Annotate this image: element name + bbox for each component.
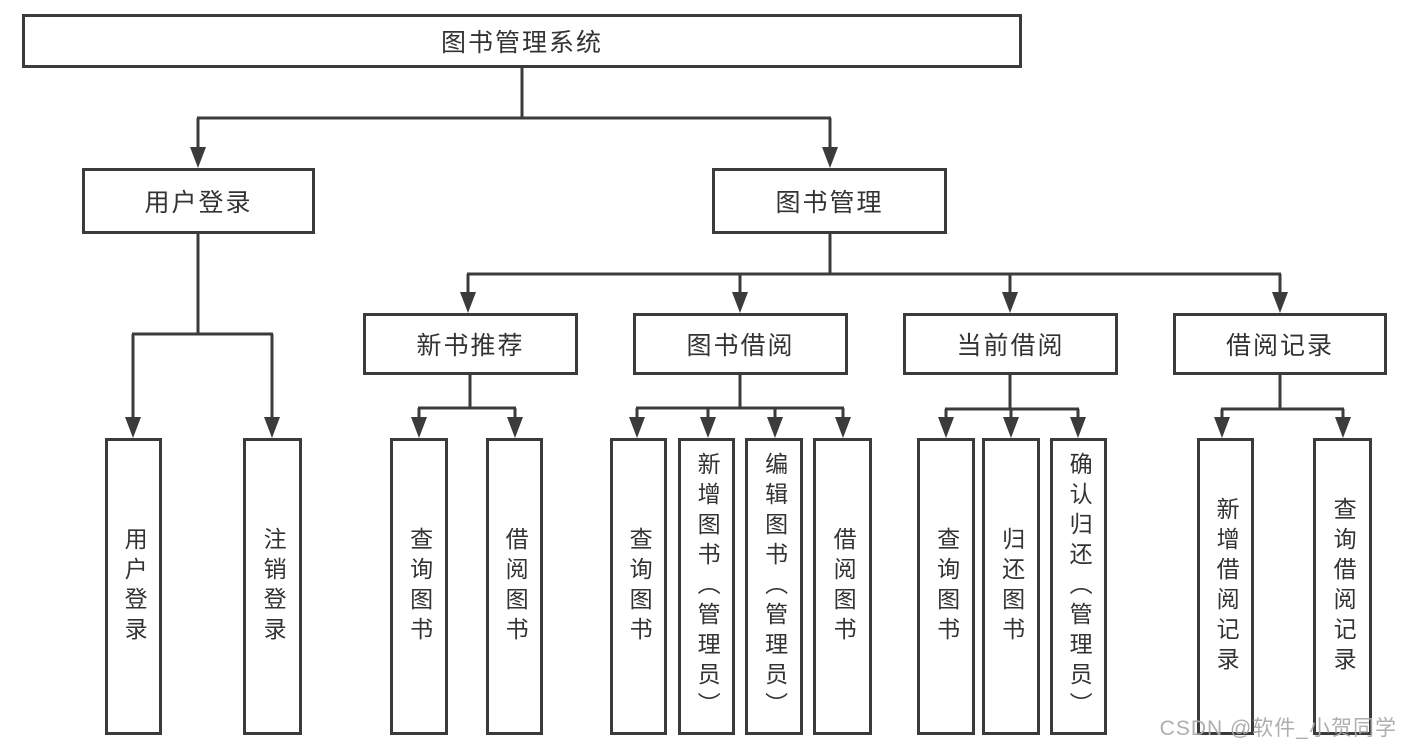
node-library-management-system: 图书管理系统 <box>22 14 1022 68</box>
leaf-records-add-borrow-record: 新增借阅记录 <box>1197 438 1254 735</box>
leaf-borrowing-borrow-books: 借阅图书 <box>813 438 872 735</box>
connector-records-to-leaves <box>1214 375 1351 438</box>
connector-newbook-to-leaves <box>411 375 523 438</box>
leaf-newbook-borrow-books: 借阅图书 <box>486 438 543 735</box>
leaf-current-query-books: 查询图书 <box>917 438 975 735</box>
leaf-newbook-query-books: 查询图书 <box>390 438 448 735</box>
node-book-borrowing: 图书借阅 <box>633 313 848 375</box>
leaf-current-return-books: 归还图书 <box>982 438 1040 735</box>
leaf-borrowing-query-books: 查询图书 <box>610 438 667 735</box>
leaf-current-confirm-return-admin: 确认归还（管理员） <box>1050 438 1107 735</box>
node-current-borrowing: 当前借阅 <box>903 313 1118 375</box>
connector-current-to-leaves <box>938 375 1086 438</box>
node-new-book-recommendation: 新书推荐 <box>363 313 578 375</box>
node-book-management: 图书管理 <box>712 168 947 234</box>
connector-userlogin-to-leaves <box>125 234 280 438</box>
leaf-logout: 注销登录 <box>243 438 302 735</box>
connector-borrowing-to-leaves <box>629 375 851 438</box>
leaf-borrowing-add-books-admin: 新增图书（管理员） <box>678 438 735 735</box>
leaf-user-login: 用户登录 <box>105 438 162 735</box>
connector-bookmgmt-to-level3 <box>460 234 1288 313</box>
connector-root-to-level2 <box>190 68 838 168</box>
csdn-watermark: CSDN @软件_小贺同学 <box>1159 717 1397 740</box>
leaf-records-query-borrow-record: 查询借阅记录 <box>1313 438 1372 735</box>
node-user-login: 用户登录 <box>82 168 315 234</box>
node-borrowing-records: 借阅记录 <box>1173 313 1387 375</box>
leaf-borrowing-edit-books-admin: 编辑图书（管理员） <box>745 438 803 735</box>
